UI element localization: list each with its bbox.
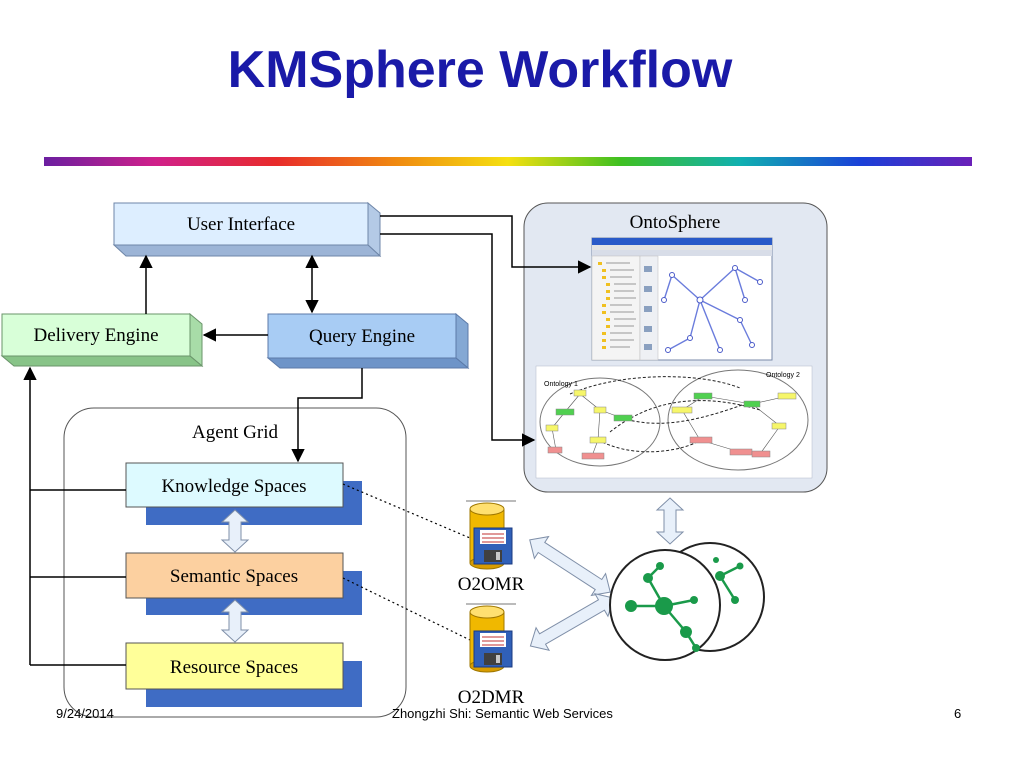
semantic-spaces-box: Semantic Spaces [125, 552, 362, 615]
o2omr-network-double-arrow [529, 535, 611, 597]
ontosphere-network-double-arrow [655, 497, 685, 545]
ui-to-ontosphere-arrow [380, 215, 592, 274]
ontosphere-label: OntoSphere [630, 212, 721, 233]
semantic-resource-double-arrow [220, 599, 250, 643]
ui-to-ontology-mapping-arrow [380, 233, 536, 447]
slide-title: KMSphere Workflow [227, 41, 733, 99]
knowledge-spaces-label: Knowledge Spaces [161, 476, 306, 497]
page-number: 6 [954, 706, 962, 721]
semantic-spaces-label: Semantic Spaces [170, 566, 298, 587]
o2dmr-label: O2DMR [458, 687, 525, 708]
o2dmr-database-icon [466, 603, 516, 673]
o2omr-label: O2OMR [458, 574, 525, 595]
footer-author-title: Zhongzhi Shi: Semantic Web Services [392, 706, 613, 721]
query-to-knowledge-arrow [291, 368, 363, 463]
o2dmr-network-double-arrow [529, 592, 615, 652]
resource-spaces-label: Resource Spaces [170, 657, 298, 678]
resource-spaces-box: Resource Spaces [125, 642, 362, 707]
ontology-network-spheres [609, 542, 765, 661]
ontology-2-label: Ontology 2 [766, 372, 800, 379]
knowledge-semantic-double-arrow [220, 509, 250, 553]
user-interface-label: User Interface [187, 214, 295, 235]
query-engine-label: Query Engine [309, 326, 415, 347]
knowledge-to-o2omr-link [342, 483, 471, 539]
user-interface-box: User Interface [112, 201, 382, 258]
ontology-mapping-picture: Ontology 1 Ontology 2 [535, 365, 813, 479]
delivery-engine-label: Delivery Engine [33, 325, 158, 346]
ontology-1-label: Ontology 1 [544, 381, 578, 388]
footer-date: 9/24/2014 [56, 706, 114, 721]
semantic-to-o2dmr-link [342, 577, 471, 641]
query-engine-box: Query Engine [266, 312, 470, 370]
agent-grid-label: Agent Grid [192, 422, 279, 443]
ontosphere-screenshot [591, 237, 773, 361]
delivery-engine-box: Delivery Engine [0, 312, 204, 368]
o2omr-database-icon [466, 500, 516, 570]
knowledge-spaces-box: Knowledge Spaces [125, 462, 362, 525]
title-divider [44, 157, 972, 166]
